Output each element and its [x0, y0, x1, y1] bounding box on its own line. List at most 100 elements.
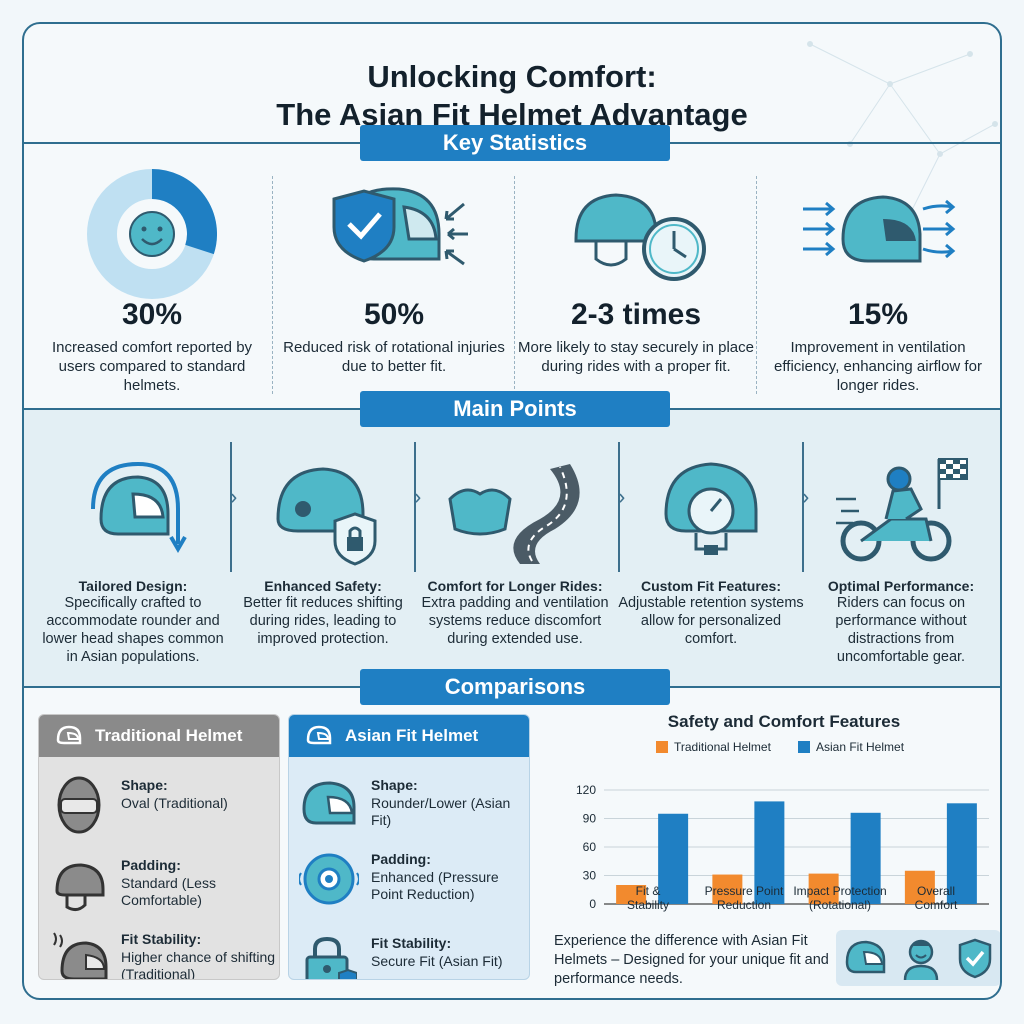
row-label: Padding: [121, 857, 181, 873]
stat-desc: Increased comfort reported by users comp… [51, 339, 253, 394]
section-comparisons: Comparisons [360, 669, 670, 705]
card-title: Traditional Helmet [95, 726, 243, 745]
y-tick-label: 90 [583, 812, 597, 826]
point-body: Riders can focus on performance without … [835, 595, 967, 665]
point-enhanced-safety: Enhanced Safety: Better fit reduces shif… [228, 444, 418, 648]
point-heading: Custom Fit Features: [640, 578, 781, 594]
card-title: Asian Fit Helmet [345, 726, 479, 745]
bar-traditional [712, 874, 743, 904]
y-tick-label: 60 [583, 840, 597, 854]
stat-desc: Reduced risk of rotational injuries due … [283, 339, 505, 375]
divider [802, 442, 804, 572]
divider [272, 176, 273, 394]
point-heading: Comfort for Longer Rides: [427, 578, 603, 594]
stat-desc: More likely to stay securely in place du… [518, 339, 754, 375]
x-tick-line: Reduction [716, 898, 772, 912]
footer-icons [836, 930, 1000, 986]
legend-swatch [798, 741, 810, 753]
chevron-right-icon: › [414, 484, 422, 509]
stat-value: 30% [121, 298, 183, 331]
comparison-row: Fit Stability: Secure Fit (Asian Fit) [299, 931, 529, 979]
point-custom-fit: Custom Fit Features: Adjustable retentio… [616, 444, 806, 648]
card-header: Traditional Helmet [39, 715, 279, 757]
helmet-lock-icon [228, 444, 418, 574]
stat-value: 15% [847, 298, 909, 331]
title-line-1: Unlocking Comfort: [367, 59, 657, 94]
page-title: Unlocking Comfort: The Asian Fit Helmet … [24, 58, 1000, 134]
point-body: Specifically crafted to accommodate roun… [42, 595, 224, 665]
motorcycle-rider-icon [806, 444, 996, 574]
comparison-row: Shape: Rounder/Lower (Asian Fit) [299, 773, 529, 845]
helmet-icon [845, 940, 885, 974]
bar-traditional [904, 870, 935, 904]
legend-label: Traditional Helmet [674, 740, 771, 754]
row-label: Shape: [121, 777, 168, 793]
bar-asian-fit [658, 813, 689, 904]
helmet-icon [306, 725, 332, 745]
bar-asian-fit [754, 801, 785, 904]
stat-desc: Improvement in ventilation efficiency, e… [774, 339, 982, 394]
divider [618, 442, 620, 572]
bar-traditional [616, 885, 647, 904]
helmet-clock-icon [516, 174, 756, 294]
row-value: Enhanced (Pressure Point Reduction) [371, 869, 499, 902]
x-tick-label: Pressure Point Reduction [696, 884, 792, 912]
x-tick-line: Comfort [914, 898, 958, 912]
stat-ventilation: 15% Improvement in ventilation efficienc… [758, 174, 998, 395]
helmet-outline-arrow-icon [38, 444, 228, 574]
helmet-dial-icon [616, 444, 806, 574]
bar-asian-fit [850, 812, 881, 904]
chevron-right-icon: › [618, 484, 626, 509]
row-label: Shape: [371, 777, 418, 793]
legend-swatch [656, 741, 668, 753]
point-body: Better fit reduces shifting during rides… [243, 595, 403, 647]
point-heading: Optimal Performance: [827, 578, 975, 594]
point-heading: Tailored Design: [78, 578, 188, 594]
stat-value: 50% [363, 298, 425, 331]
comparison-row: Padding: Standard (Less Comfortable) [49, 853, 279, 925]
stat-secure-fit: 2-3 times More likely to stay securely i… [516, 174, 756, 376]
enhanced-padding-icon [299, 847, 359, 911]
chevron-right-icon: › [230, 484, 238, 509]
divider [514, 176, 515, 394]
y-tick-label: 120 [576, 783, 596, 797]
stat-value: 2-3 times [570, 298, 702, 331]
infographic-frame: Unlocking Comfort: The Asian Fit Helmet … [22, 22, 1002, 1000]
bar-traditional [808, 873, 839, 904]
row-value: Secure Fit (Asian Fit) [371, 953, 503, 969]
round-helmet-icon [299, 773, 359, 837]
point-body: Adjustable retention systems allow for p… [618, 595, 804, 647]
asian-fit-helmet-card: Asian Fit Helmet Shape: Rounder/Lower (A… [288, 714, 530, 980]
chevron-right-icon: › [802, 484, 810, 509]
standard-padding-helmet-icon [49, 853, 109, 917]
point-heading: Enhanced Safety: [264, 578, 382, 594]
ventilation-helmet-icon [758, 174, 998, 294]
point-optimal-performance: Optimal Performance: Riders can focus on… [806, 444, 996, 666]
comparison-row: Shape: Oval (Traditional) [49, 773, 279, 845]
legend-asian-fit: Asian Fit Helmet [798, 740, 904, 754]
padding-road-icon [420, 444, 610, 574]
x-tick-label: Overall Comfort [888, 884, 984, 912]
smiley-donut-icon [32, 169, 272, 299]
point-tailored-design: Tailored Design: Specifically crafted to… [38, 444, 228, 666]
x-tick-label: Fit & Stability [600, 884, 696, 912]
main-points-panel [24, 409, 1000, 687]
row-value: Rounder/Lower (Asian Fit) [371, 795, 511, 828]
legend-traditional: Traditional Helmet [656, 740, 771, 754]
lock-shield-icon [299, 931, 359, 979]
x-tick-line: Overall [916, 884, 955, 898]
x-tick-line: Fit & [635, 884, 661, 898]
row-value: Higher chance of shifting (Traditional) [121, 949, 276, 980]
row-value: Oval (Traditional) [121, 795, 228, 811]
divider [756, 176, 757, 394]
happy-rider-icon [903, 939, 938, 980]
comparison-row: Padding: Enhanced (Pressure Point Reduct… [299, 847, 529, 919]
traditional-helmet-card: Traditional Helmet Shape: Oval (Traditio… [38, 714, 280, 980]
row-label: Fit Stability: [121, 931, 202, 947]
x-tick-line: Impact Protection [793, 884, 887, 898]
card-header: Asian Fit Helmet [289, 715, 529, 757]
oval-helmet-icon [49, 773, 109, 837]
stat-comfort: 30% Increased comfort reported by users … [32, 169, 272, 395]
stat-rotational-risk: 50% Reduced risk of rotational injuries … [274, 174, 514, 376]
